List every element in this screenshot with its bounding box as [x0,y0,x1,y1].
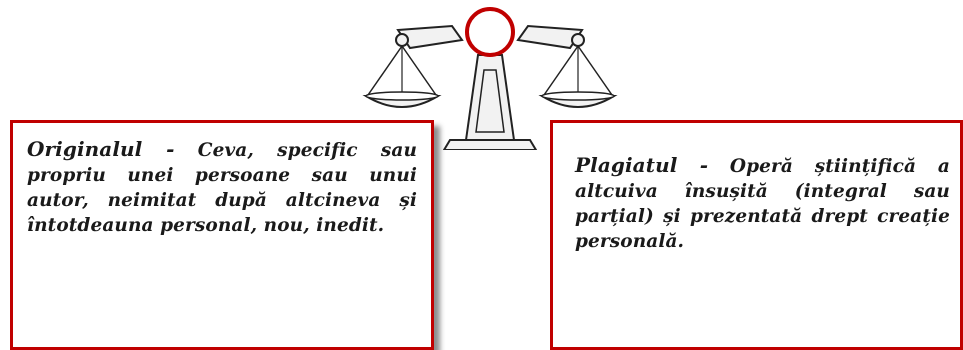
plagiarism-definition-box: Plagiatul - Operă științifică a altcuiva… [550,120,963,350]
balance-scale-icon [362,7,618,150]
plagiarism-term: Plagiatul - [575,153,709,177]
plagiarism-definition-text: Plagiatul - Operă științifică a altcuiva… [575,153,950,254]
original-definition-text: Originalul - Ceva, specific sau propriu … [27,137,417,238]
original-definition: Ceva, specific sau propriu unei persoane… [27,140,418,236]
original-definition-box: Originalul - Ceva, specific sau propriu … [10,120,434,350]
original-term: Originalul - [27,137,175,161]
plagiarism-definition: Operă științifică a altcuiva însușită (i… [575,156,950,252]
